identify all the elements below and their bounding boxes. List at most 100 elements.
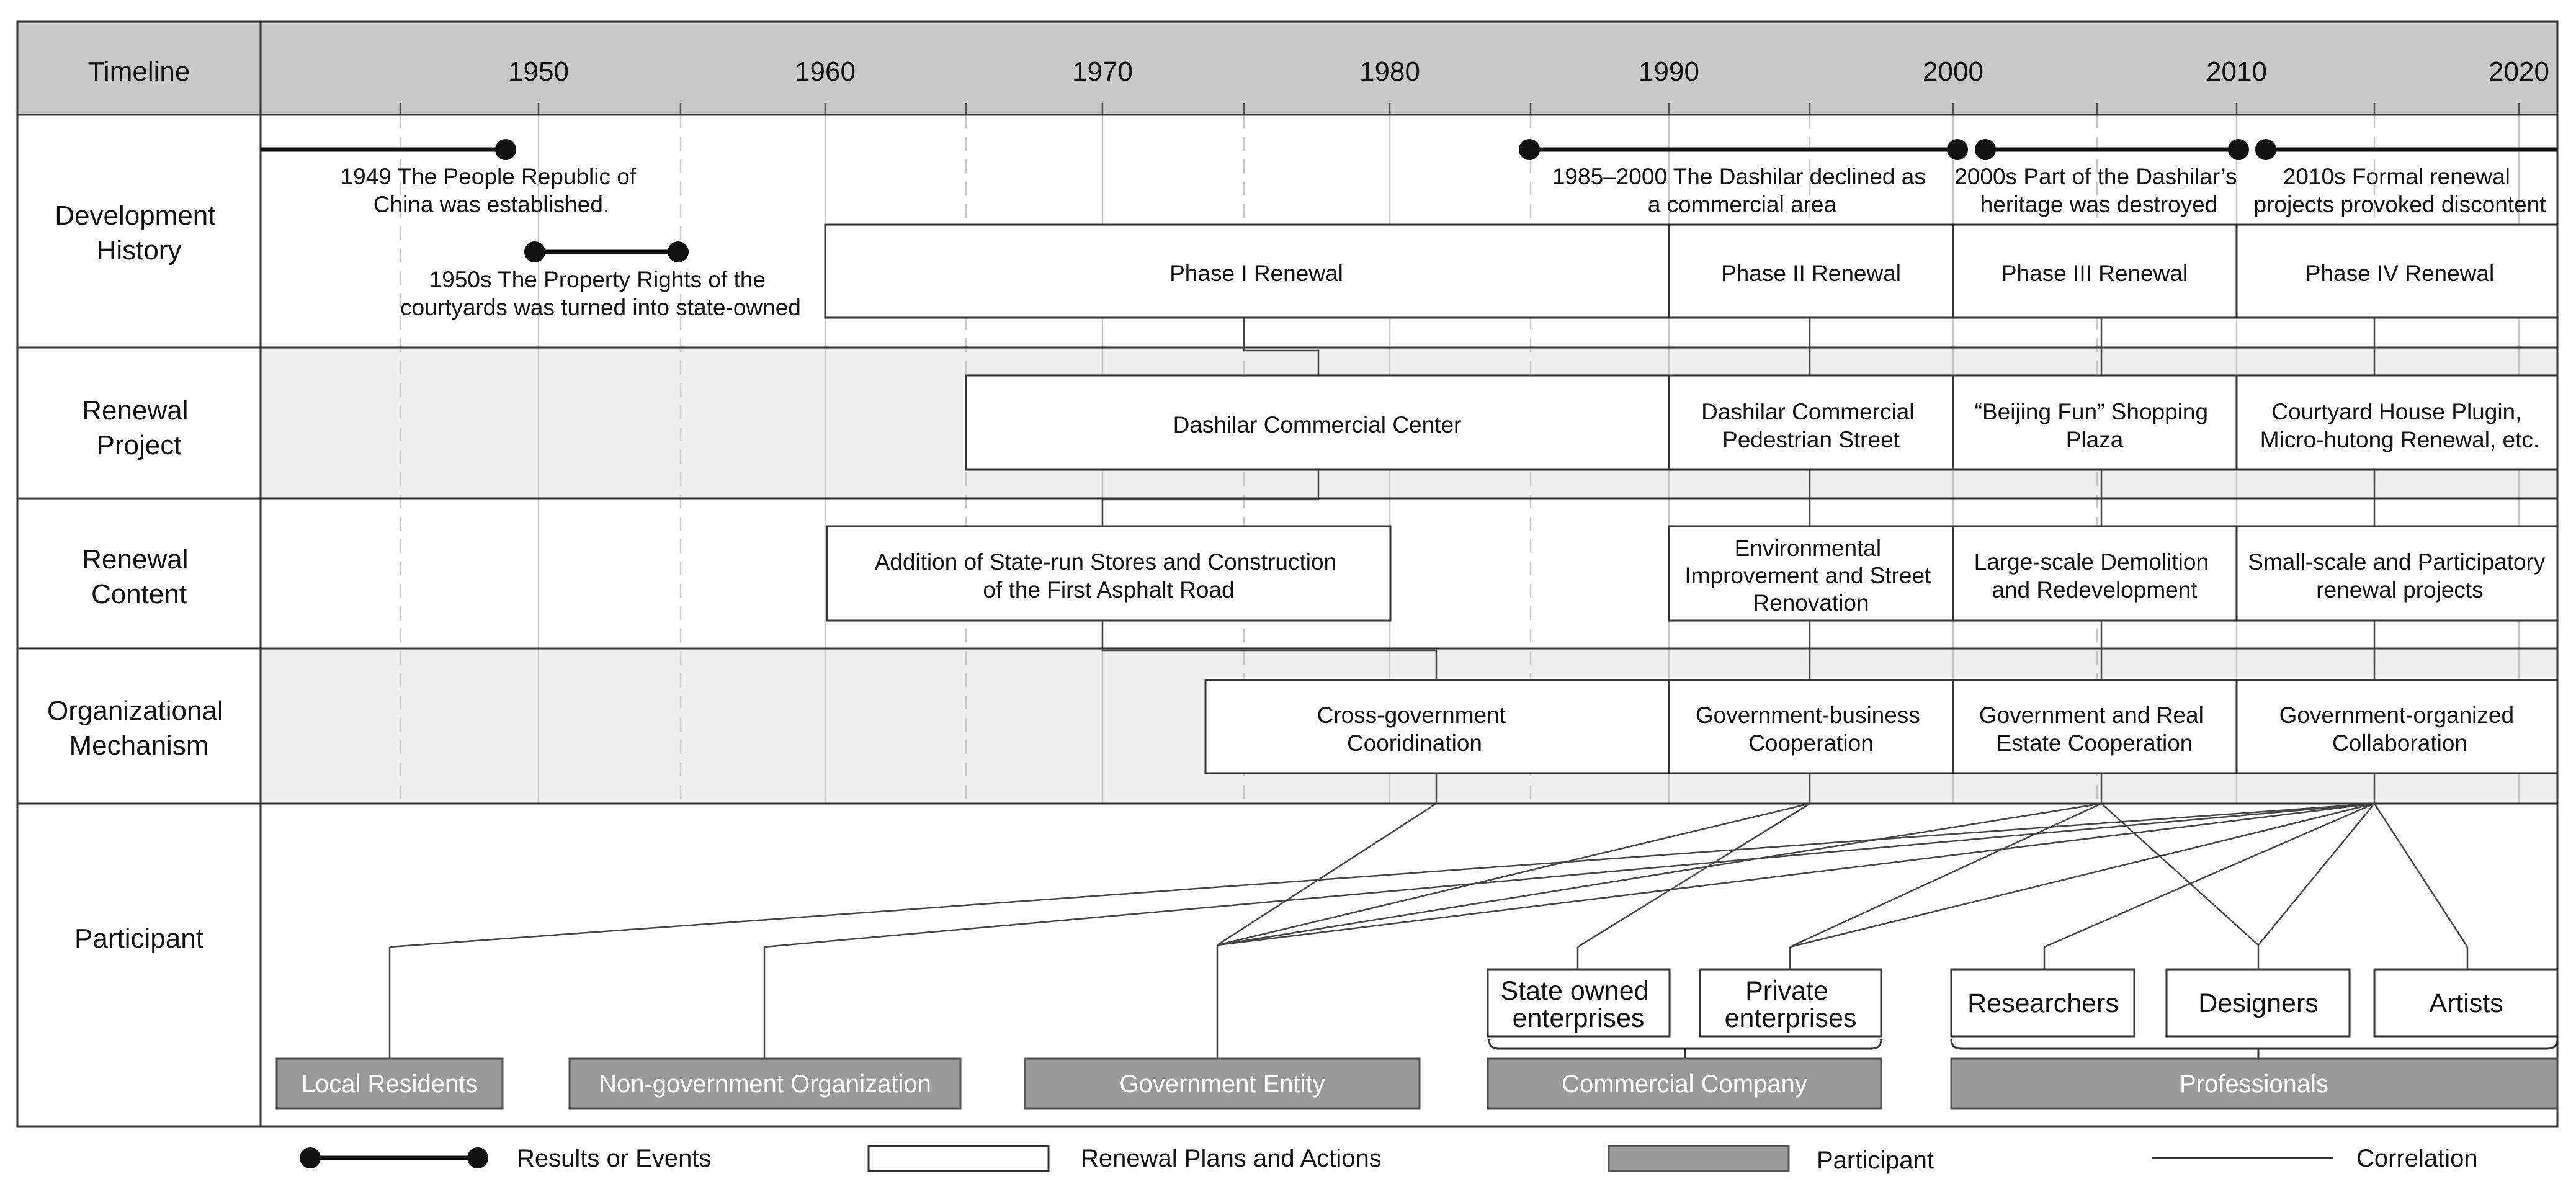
project-box <box>2235 374 2559 471</box>
content-label: Addition of State-run Stores and Constru… <box>875 549 1343 603</box>
phase-label: Phase II Renewal <box>1721 261 1901 286</box>
content-box <box>826 525 1392 622</box>
event-dot <box>1975 139 1996 160</box>
row-label-development-history: Development History <box>55 200 223 266</box>
mechanism-box <box>1668 679 1954 774</box>
year-label: 1950 <box>508 56 569 87</box>
sub-participant-label: Researchers <box>1967 989 2119 1018</box>
participant-boxes: Local Residents Non-government Organizat… <box>275 1057 2559 1110</box>
event-text-2000s: 2000s Part of the Dashilar’s heritage wa… <box>1954 164 2243 217</box>
content-label: Environmental Improvement and Street Ren… <box>1684 536 1937 616</box>
event-bars <box>261 147 2557 254</box>
phase-label: Phase IV Renewal <box>2305 261 2494 286</box>
participant-label: Commercial Company <box>1562 1070 1807 1098</box>
participant-label: Professionals <box>2180 1070 2328 1098</box>
legend-event-dot <box>467 1147 488 1168</box>
content-box <box>2235 525 2559 622</box>
sub-participant-box <box>1487 968 1671 1038</box>
event-dot <box>1947 139 1968 160</box>
sub-participant-label: Designers <box>2198 989 2319 1018</box>
project-label: “Beijing Fun” Shopping Plaza <box>1975 399 2215 452</box>
year-labels: 1950 1960 1970 1980 1990 2000 2010 2020 <box>508 56 2549 87</box>
mechanism-box <box>1952 679 2238 774</box>
row-label-organizational-mechanism: Organizational Mechanism <box>47 696 231 761</box>
legend-correlation-label: Correlation <box>2356 1145 2478 1172</box>
participant-label: Non-government Organization <box>599 1070 931 1098</box>
sub-participant-label: Private enterprises <box>1725 976 1857 1033</box>
content-box <box>1952 525 2238 622</box>
legend-participant-label: Participant <box>1817 1147 1934 1174</box>
renewal-project-boxes: Dashilar Commercial Center Dashilar Comm… <box>965 374 2559 471</box>
correlation-lines <box>388 773 2469 1059</box>
participant-box <box>1024 1057 1421 1110</box>
participant-box <box>1487 1057 1882 1110</box>
year-label: 2010 <box>2206 56 2267 87</box>
timeline-label: Timeline <box>88 56 190 87</box>
event-text-1949: 1949 The People Republic of China was es… <box>341 164 643 217</box>
event-text-1985-2000: 1985–2000 The Dashilar declined as a com… <box>1552 164 1932 217</box>
event-text-2010s: 2010s Formal renewal projects provoked d… <box>2254 164 2547 217</box>
event-dot <box>1519 139 1540 160</box>
year-label: 2020 <box>2489 56 2549 87</box>
project-label: Courtyard House Plugin, Micro-hutong Ren… <box>2260 399 2539 452</box>
mechanism-label: Government-organized Collaboration <box>2279 702 2521 756</box>
event-dot <box>2228 139 2249 160</box>
project-label: Dashilar Commercial Pedestrian Street <box>1701 399 1921 452</box>
sub-participant-boxes: State owned enterprises Private enterpri… <box>1487 968 2559 1038</box>
brackets <box>1488 1039 2559 1059</box>
participant-box <box>568 1057 962 1110</box>
phase-boxes: Phase I Renewal Phase II Renewal Phase I… <box>824 223 2559 319</box>
project-label: Dashilar Commercial Center <box>1173 412 1462 437</box>
mechanism-label: Government and Real Estate Cooperation <box>1979 702 2210 756</box>
event-dot <box>495 139 516 160</box>
participant-label: Local Residents <box>302 1070 478 1098</box>
event-text-1950s: 1950s The Property Rights of the courtya… <box>400 267 801 320</box>
legend-event-dot <box>300 1147 321 1168</box>
event-dot <box>668 241 689 262</box>
legend-participant-swatch <box>1608 1145 1790 1172</box>
row-label-renewal-project: Renewal Project <box>82 395 195 460</box>
event-dot <box>524 241 545 262</box>
participant-box <box>275 1057 504 1110</box>
sub-participant-box <box>2165 968 2351 1038</box>
content-box <box>1668 525 1954 622</box>
year-label: 1970 <box>1072 56 1133 87</box>
phase-label: Phase III Renewal <box>2001 261 2188 286</box>
participant-box <box>1950 1057 2559 1110</box>
mechanism-boxes: Cross-government Cooridination Governmen… <box>1204 679 2559 774</box>
mechanism-label: Government-business Cooperation <box>1696 702 1926 756</box>
year-ticks <box>399 103 2520 115</box>
sub-participant-label: Artists <box>2429 989 2503 1018</box>
event-dots <box>495 139 2276 262</box>
sub-participant-label: State owned enterprises <box>1500 976 1656 1033</box>
phase-label: Phase I Renewal <box>1169 261 1343 286</box>
phase-box <box>2235 223 2559 319</box>
legend-plans-swatch <box>867 1145 1050 1172</box>
table-frame <box>16 20 2559 1128</box>
participant-label: Government Entity <box>1119 1070 1325 1098</box>
content-label: Small-scale and Participatory renewal pr… <box>2248 549 2551 603</box>
project-box <box>965 374 1670 471</box>
row-label-participant: Participant <box>74 923 203 954</box>
event-dot <box>2255 139 2276 160</box>
mechanism-label: Cross-government Cooridination <box>1317 702 1513 756</box>
phase-connectors <box>1101 318 2376 680</box>
project-box <box>1952 374 2238 471</box>
sub-participant-box <box>2373 968 2559 1038</box>
header-band <box>17 22 2557 115</box>
year-label: 1990 <box>1639 56 1699 87</box>
sub-participant-box <box>1699 968 1882 1038</box>
legend-plans-label: Renewal Plans and Actions <box>1081 1145 1382 1172</box>
sub-participant-box <box>1950 968 2135 1038</box>
phase-box <box>1668 223 1954 319</box>
phase-box <box>1952 223 2238 319</box>
legend: Results or Events Renewal Plans and Acti… <box>300 1145 2478 1174</box>
project-box <box>1668 374 1954 471</box>
mechanism-box <box>2235 679 2559 774</box>
content-label: Large-scale Demolition and Redevelopment <box>1974 549 2216 603</box>
year-label: 2000 <box>1923 56 1983 87</box>
year-label: 1980 <box>1359 56 1420 87</box>
renewal-content-boxes: Addition of State-run Stores and Constru… <box>826 525 2559 622</box>
row-label-renewal-content: Renewal Content <box>82 544 195 609</box>
